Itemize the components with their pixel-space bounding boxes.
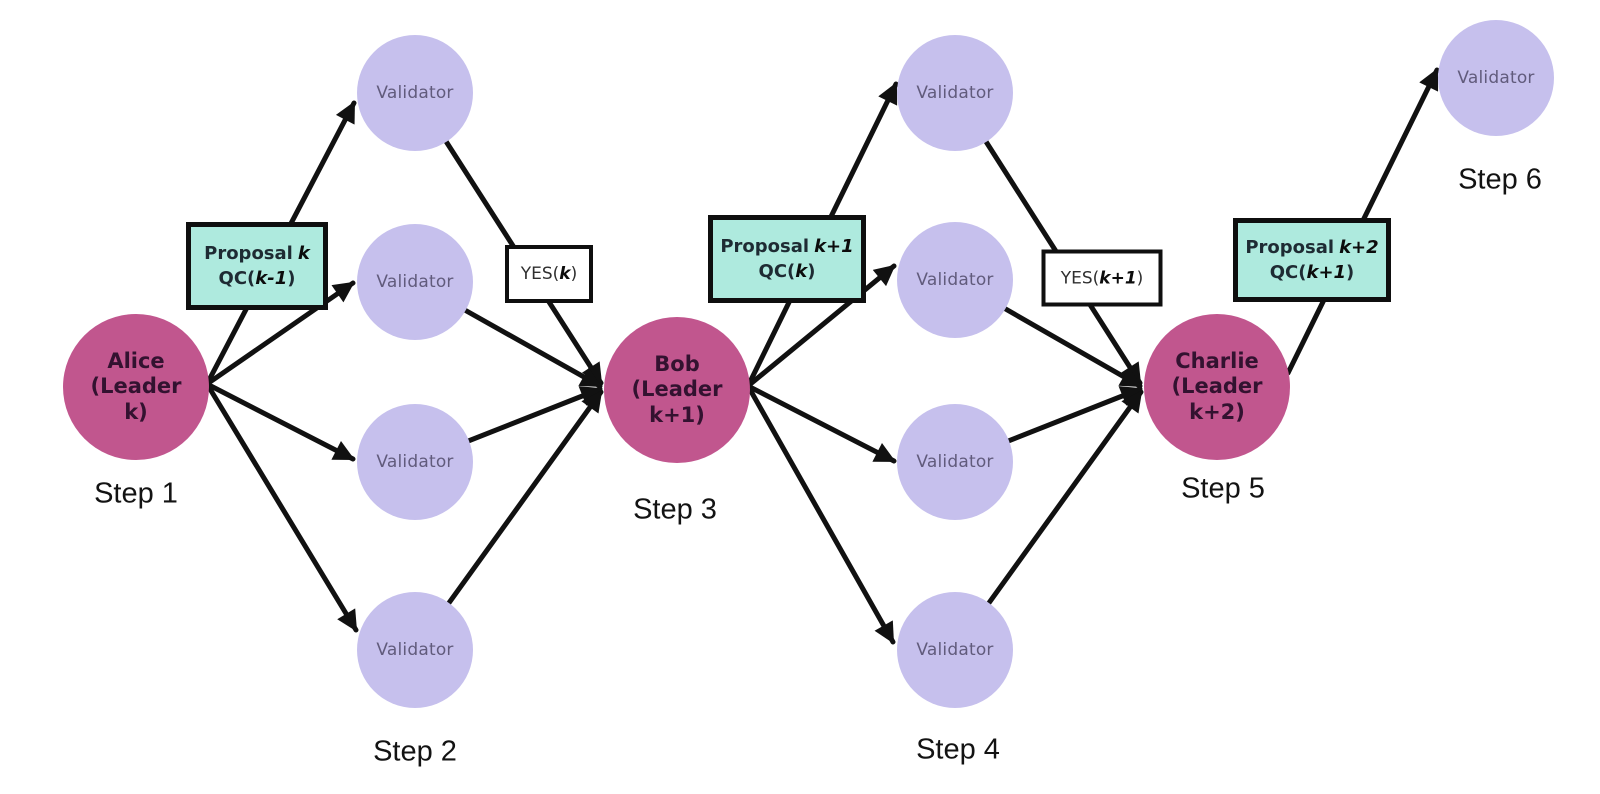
leader-name: Bob bbox=[654, 351, 700, 376]
proposal-title-prefix: Proposal bbox=[1245, 236, 1335, 258]
validator-label: Validator bbox=[376, 452, 454, 472]
proposal-title-k: k+1 bbox=[814, 235, 854, 257]
validator-label: Validator bbox=[916, 452, 994, 472]
vote-box-yes-k1: YES(k+1) bbox=[1041, 249, 1163, 307]
validator-label: Validator bbox=[1457, 68, 1535, 88]
vote-suffix: ) bbox=[1136, 268, 1144, 288]
leader-role-line: (Leader bbox=[90, 374, 182, 399]
proposal-qc-k: k-1 bbox=[255, 268, 288, 289]
validator-label: Validator bbox=[916, 83, 994, 103]
proposal-qc-prefix: QC( bbox=[758, 261, 796, 282]
proposal-title-prefix: Proposal bbox=[720, 235, 810, 257]
leader-name: Alice bbox=[107, 348, 165, 373]
step-label-5: Step 5 bbox=[1181, 472, 1265, 505]
proposal-qc-suffix: ) bbox=[807, 261, 816, 282]
leader-round-line: k) bbox=[124, 399, 148, 424]
validator-node-3: Validator bbox=[357, 404, 473, 520]
vote-k: k+1 bbox=[1099, 268, 1137, 288]
step-label-4: Step 4 bbox=[916, 733, 1000, 766]
validator-node-5: Validator bbox=[897, 35, 1013, 151]
proposal-qc-suffix: ) bbox=[287, 268, 296, 289]
validator-label: Validator bbox=[916, 640, 994, 660]
leader-node-charlie: Charlie (Leader k+2) bbox=[1144, 314, 1290, 460]
validator-label: Validator bbox=[376, 640, 454, 660]
arrow-bob-to-validator-7 bbox=[745, 383, 897, 464]
step-label-1: Step 1 bbox=[94, 477, 178, 510]
leader-round-line: k+1) bbox=[649, 402, 705, 427]
validator-node-9: Validator bbox=[1438, 20, 1554, 136]
proposal-qc-prefix: QC( bbox=[1269, 262, 1307, 283]
proposal-title-k: k+2 bbox=[1339, 236, 1379, 258]
vote-label: YES(k) bbox=[521, 264, 578, 284]
leader-node-alice: Alice (Leader k) bbox=[63, 314, 209, 460]
leader-role-line: (Leader bbox=[1171, 374, 1263, 399]
proposal-qc: QC(k-1) bbox=[219, 266, 296, 291]
validator-label: Validator bbox=[376, 83, 454, 103]
validator-node-6: Validator bbox=[897, 222, 1013, 338]
proposal-qc: QC(k) bbox=[759, 259, 816, 284]
leader-round-line: k+2) bbox=[1189, 399, 1245, 424]
validator-node-8: Validator bbox=[897, 592, 1013, 708]
vote-label: YES(k+1) bbox=[1061, 268, 1144, 288]
validator-label: Validator bbox=[916, 270, 994, 290]
vote-k: k bbox=[559, 264, 571, 284]
proposal-qc-suffix: ) bbox=[1346, 262, 1355, 283]
step-label-2: Step 2 bbox=[373, 735, 457, 768]
vote-prefix: YES( bbox=[1060, 268, 1100, 288]
validator-label: Validator bbox=[376, 272, 454, 292]
validator-node-4: Validator bbox=[357, 592, 473, 708]
arrow-bob-to-validator-8 bbox=[745, 383, 896, 645]
step-label-6: Step 6 bbox=[1458, 163, 1542, 196]
arrow-alice-to-validator-4 bbox=[204, 381, 359, 633]
arrow-alice-to-validator-3 bbox=[204, 381, 356, 462]
vote-prefix: YES( bbox=[520, 264, 560, 284]
proposal-qc-k: k+1 bbox=[1306, 262, 1347, 283]
proposal-title-prefix: Proposal bbox=[204, 242, 293, 264]
validator-node-1: Validator bbox=[357, 35, 473, 151]
proposal-qc-prefix: QC( bbox=[218, 268, 256, 289]
arrow-alice-to-validator-2 bbox=[204, 280, 356, 387]
proposal-title-k: k bbox=[297, 242, 310, 264]
vote-suffix: ) bbox=[570, 264, 578, 284]
arrow-bob-to-validator-6 bbox=[745, 263, 897, 389]
step-label-3: Step 3 bbox=[633, 493, 717, 526]
validator-node-7: Validator bbox=[897, 404, 1013, 520]
vote-box-yes-k: YES(k) bbox=[505, 245, 593, 303]
leader-role-line: (Leader bbox=[631, 377, 723, 402]
validator-node-2: Validator bbox=[357, 224, 473, 340]
leader-name: Charlie bbox=[1175, 348, 1259, 373]
leader-node-bob: Bob (Leader k+1) bbox=[604, 317, 750, 463]
proposal-qc: QC(k+1) bbox=[1270, 260, 1355, 285]
proposal-qc-k: k bbox=[795, 261, 808, 282]
